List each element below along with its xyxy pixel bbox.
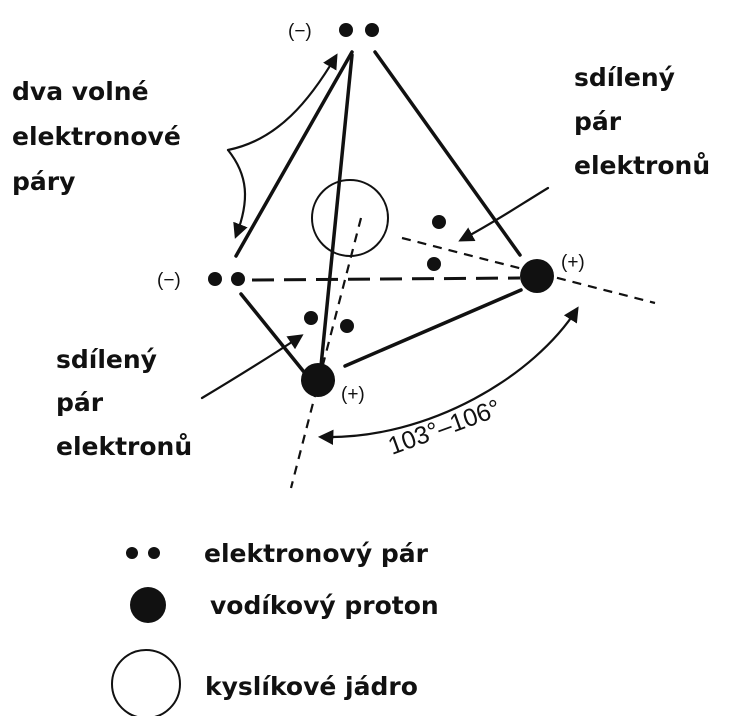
charge-left: (−) <box>157 270 181 291</box>
tetra-edge-top-left <box>234 50 354 258</box>
legend-electron-pair-icon <box>126 547 160 559</box>
shared-pair-right-line2: pár <box>574 107 622 136</box>
shared-pair-right-arrow <box>458 186 550 242</box>
lone-pairs-label-line3: páry <box>12 167 75 196</box>
electron-pair-top <box>339 23 379 37</box>
shared-pair-right-line3: elektronů <box>574 151 710 180</box>
tetra-edge-bottom-right <box>343 288 523 368</box>
shared-pair-left-line3: elektronů <box>56 432 192 461</box>
bond-angle-arc <box>317 306 579 446</box>
legend-nucleus-icon <box>111 649 181 716</box>
shared-pair-left-line2: pár <box>56 388 104 417</box>
charge-right: (+) <box>561 252 585 273</box>
tetra-edge-hidden <box>251 276 521 282</box>
legend-proton-icon <box>130 587 166 623</box>
shared-pair-left-line1: sdílený <box>56 345 157 374</box>
charge-top: (−) <box>288 21 312 42</box>
proton-bottom <box>301 363 335 397</box>
oxygen-nucleus <box>311 179 389 257</box>
bond-angle-label: 103°–106° <box>384 394 504 460</box>
legend-nucleus-label: kyslíkové jádro <box>205 672 418 701</box>
shared-pair-left-arrow <box>200 334 304 400</box>
lone-pairs-label-line2: elektronové <box>12 122 181 151</box>
legend-electron-pair-label: elektronový pár <box>204 539 429 568</box>
shared-pair-right-line1: sdílený <box>574 63 675 92</box>
tetra-edge-left-bottom <box>239 292 306 374</box>
lone-pairs-label-line1: dva volné <box>12 77 149 106</box>
legend-proton-label: vodíkový proton <box>210 591 439 620</box>
axis-bottom-proton <box>289 217 363 489</box>
proton-right <box>520 259 554 293</box>
lone-pairs-arrow-up <box>226 53 338 152</box>
lone-pairs-arrow-down <box>226 148 248 239</box>
electron-pair-shared-right <box>427 215 446 271</box>
legend: elektronový pár vodíkový proton kyslíkov… <box>111 539 439 716</box>
tetra-edge-top-right <box>373 50 522 257</box>
electron-pair-left <box>208 272 245 286</box>
charge-bottom: (+) <box>341 384 365 405</box>
electron-pair-shared-bottom <box>304 311 354 333</box>
